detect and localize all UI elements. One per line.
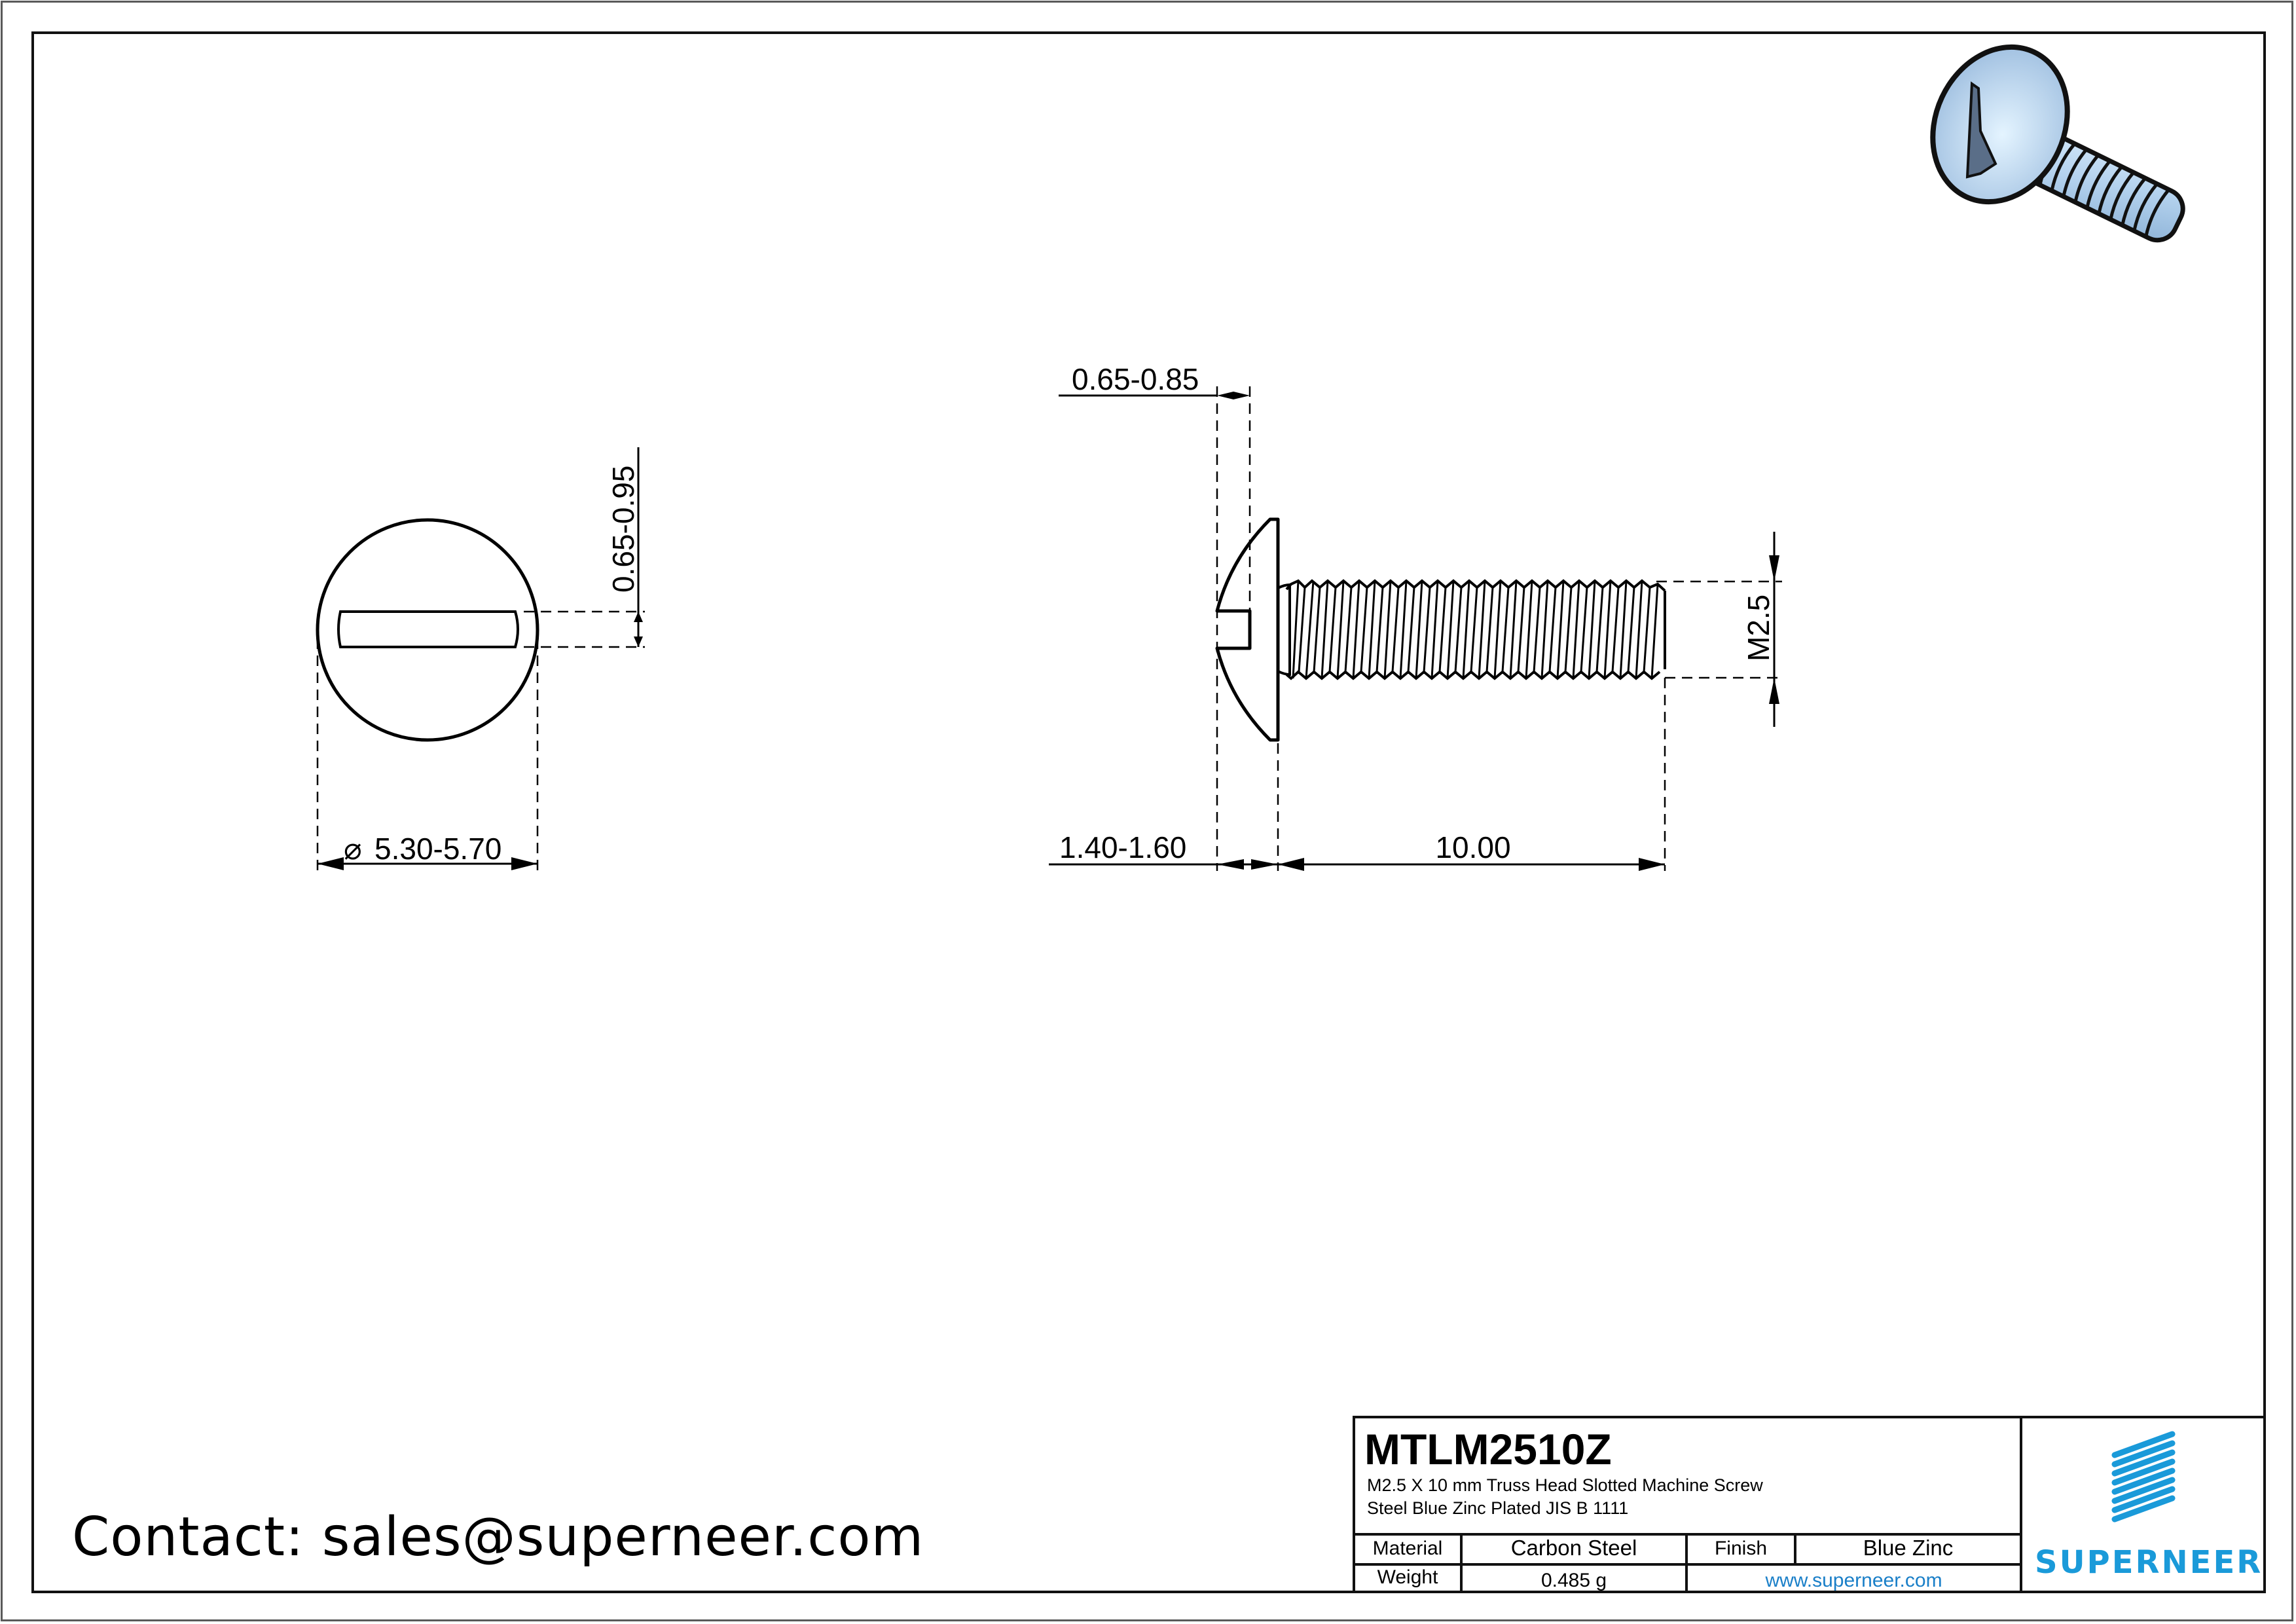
- title-block-divider: [2020, 1416, 2022, 1593]
- brand-name: SUPERNEER: [2035, 1544, 2263, 1581]
- weight-value: 0.485 g: [1540, 1570, 1607, 1591]
- side-view: 0.65-0.85 1.40-1.60 10.00 M2.5: [1049, 362, 1782, 871]
- material-value: Carbon Steel: [1510, 1536, 1637, 1560]
- part-number: MTLM2510Z: [1364, 1425, 1612, 1473]
- slot-width-arrows: [634, 612, 643, 647]
- slot-outline: [337, 610, 519, 648]
- slot-depth-label: 0.65-0.85: [1072, 362, 1199, 396]
- title-block-divider: [1460, 1533, 1463, 1593]
- head-height-arrows: [1217, 859, 1278, 870]
- slot-width-label: 0.65-0.95: [606, 466, 640, 593]
- title-block: [1353, 1416, 2266, 1593]
- thread-label: M2.5: [1741, 595, 1776, 661]
- diameter-dimension-label: 5.30-5.70: [374, 832, 501, 866]
- title-block-divider: [1685, 1533, 1688, 1593]
- contact-email: Contact: sales@superneer.com: [72, 1506, 924, 1568]
- weight-label: Weight: [1377, 1566, 1438, 1588]
- finish-value: Blue Zinc: [1863, 1536, 1954, 1560]
- title-block-divider: [1794, 1533, 1796, 1564]
- drawing-frame: [31, 31, 2266, 1593]
- isometric-screw-render: [1930, 44, 2185, 243]
- screw-head-profile: [1215, 517, 1280, 742]
- finish-label: Finish: [1714, 1538, 1768, 1559]
- thread-helix-lines: [1292, 580, 1659, 679]
- part-description-line1: M2.5 X 10 mm Truss Head Slotted Machine …: [1367, 1475, 1763, 1495]
- website-link[interactable]: www.superneer.com: [1765, 1570, 1942, 1591]
- head-height-label: 1.40-1.60: [1059, 830, 1186, 864]
- material-label: Material: [1372, 1538, 1443, 1559]
- end-view: ⌀ 5.30-5.70 0.65-0.95: [316, 447, 645, 871]
- length-label: 10.00: [1435, 830, 1510, 864]
- head-outline: [316, 518, 539, 742]
- part-description-line2: Steel Blue Zinc Plated JIS B 1111: [1367, 1498, 1629, 1518]
- diameter-symbol: ⌀: [344, 832, 362, 866]
- superneer-logo-icon: [2111, 1431, 2176, 1522]
